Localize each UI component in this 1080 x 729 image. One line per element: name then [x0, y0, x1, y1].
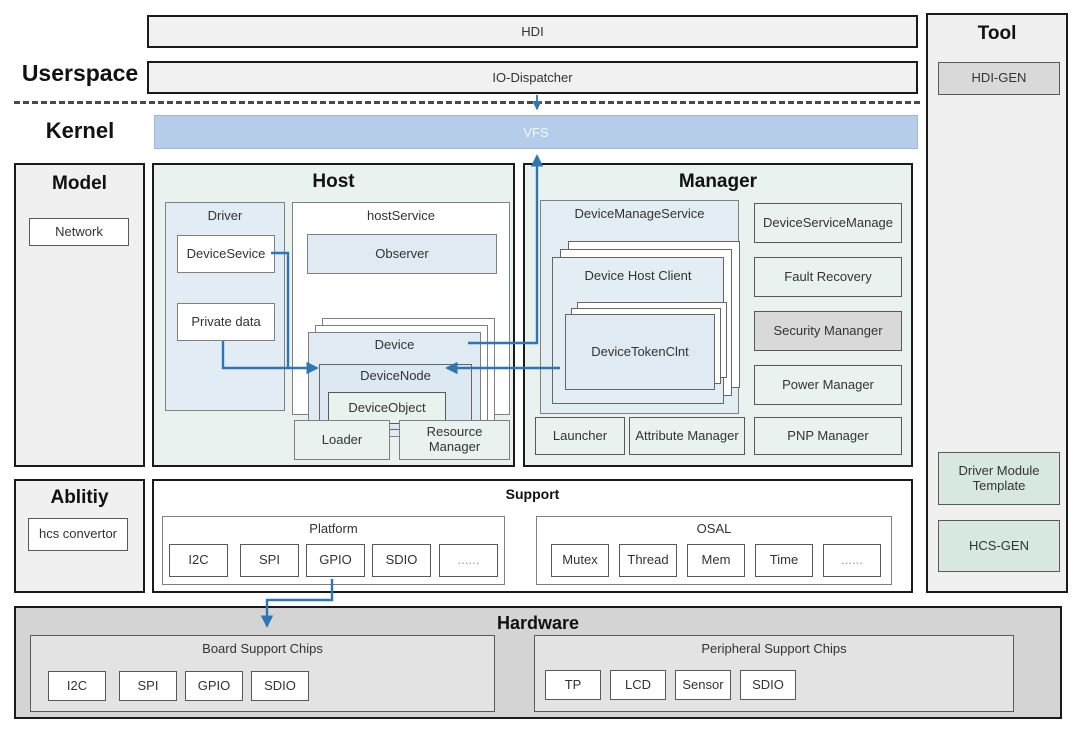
launcher-box: Launcher [535, 417, 625, 455]
platform-chip-gpio: GPIO [306, 544, 365, 577]
platform-chip-sdio: SDIO [372, 544, 431, 577]
manager-panel: Manager DeviceManageService Device Host … [523, 163, 913, 467]
osal-box: OSAL Mutex Thread Mem Time ...... [536, 516, 892, 585]
device-host-client-title: Device Host Client [584, 268, 692, 283]
peripheral-support-chips-title: Peripheral Support Chips [701, 641, 847, 656]
fault-recovery-box: Fault Recovery [754, 257, 902, 297]
io-dispatcher-bar: IO-Dispatcher [147, 61, 918, 94]
peripheral-chip-tp: TP [545, 670, 601, 700]
manager-title: Manager [678, 171, 758, 192]
device-manage-service-box: DeviceManageService Device Host Client D… [540, 200, 740, 414]
board-chip-sdio: SDIO [251, 671, 309, 701]
support-title: Support [505, 486, 560, 502]
osal-chip-mem: Mem [687, 544, 745, 577]
hcs-gen-box: HCS-GEN [938, 520, 1060, 572]
tool-title: Tool [977, 23, 1017, 44]
device-node-title: DeviceNode [360, 368, 431, 383]
driver-module-template-box: Driver Module Template [938, 452, 1060, 505]
device-box: Device DeviceNode DeviceObject [308, 332, 481, 437]
platform-box: Platform I2C SPI GPIO SDIO ...... [162, 516, 505, 585]
resource-manager-box: Resource Manager [399, 420, 510, 460]
platform-title: Platform [309, 521, 358, 536]
userspace-kernel-divider [14, 101, 920, 104]
driver-title: Driver [207, 208, 243, 223]
host-panel: Host Driver DeviceSevice Private data ho… [152, 163, 515, 467]
tool-panel: Tool HDI-GEN Driver Module Template HCS-… [926, 13, 1068, 593]
peripheral-chip-lcd: LCD [610, 670, 666, 700]
hdi-bar: HDI [147, 15, 918, 48]
device-service-manage-box: DeviceServiceManage [754, 203, 902, 243]
private-data-box: Private data [177, 303, 275, 341]
vfs-bar: VFS [154, 115, 918, 149]
platform-chip-more: ...... [439, 544, 498, 577]
observer-box: Observer [307, 234, 497, 274]
power-manager-box: Power Manager [754, 365, 902, 405]
hcs-convertor-box: hcs convertor [28, 518, 128, 551]
osal-chip-mutex: Mutex [551, 544, 609, 577]
board-support-chips-title: Board Support Chips [202, 641, 323, 656]
board-chip-spi: SPI [119, 671, 177, 701]
network-box: Network [29, 218, 129, 246]
device-host-client-box: Device Host Client DeviceTokenClnt [552, 257, 727, 404]
osal-chip-more: ...... [823, 544, 881, 577]
host-service-box: hostService Observer Device DeviceNode D… [292, 202, 510, 437]
board-chip-i2c: I2C [48, 671, 106, 701]
model-title: Model [52, 173, 107, 194]
pnp-manager-box: PNP Manager [754, 417, 902, 455]
hardware-title: Hardware [496, 613, 580, 633]
support-panel: Support Platform I2C SPI GPIO SDIO .....… [152, 479, 913, 593]
platform-chip-i2c: I2C [169, 544, 228, 577]
hdi-gen-box: HDI-GEN [938, 62, 1060, 95]
userspace-label: Userspace [21, 60, 139, 86]
device-token-clnt-box: DeviceTokenClnt [565, 314, 715, 390]
platform-chip-spi: SPI [240, 544, 299, 577]
attribute-manager-box: Attribute Manager [629, 417, 745, 455]
board-support-chips-box: Board Support Chips I2C SPI GPIO SDIO [30, 635, 495, 712]
osal-chip-time: Time [755, 544, 813, 577]
device-sevice-box: DeviceSevice [177, 235, 275, 273]
host-service-title: hostService [367, 208, 435, 223]
model-panel: Model Network [14, 163, 145, 467]
peripheral-support-chips-box: Peripheral Support Chips TP LCD Sensor S… [534, 635, 1014, 712]
device-title: Device [374, 337, 415, 352]
board-chip-gpio: GPIO [185, 671, 243, 701]
kernel-label: Kernel [45, 118, 115, 143]
host-title: Host [312, 171, 355, 192]
security-mananger-box: Security Mananger [754, 311, 902, 351]
hardware-panel: Hardware Board Support Chips I2C SPI GPI… [14, 606, 1062, 719]
ability-title: Ablitiy [50, 487, 109, 508]
osal-chip-thread: Thread [619, 544, 677, 577]
ability-panel: Ablitiy hcs convertor [14, 479, 145, 593]
device-manage-service-title: DeviceManageService [574, 206, 705, 221]
loader-box: Loader [294, 420, 390, 460]
peripheral-chip-sensor: Sensor [675, 670, 731, 700]
peripheral-chip-sdio: SDIO [740, 670, 796, 700]
driver-box: Driver DeviceSevice Private data [165, 202, 285, 411]
osal-title: OSAL [696, 521, 732, 536]
